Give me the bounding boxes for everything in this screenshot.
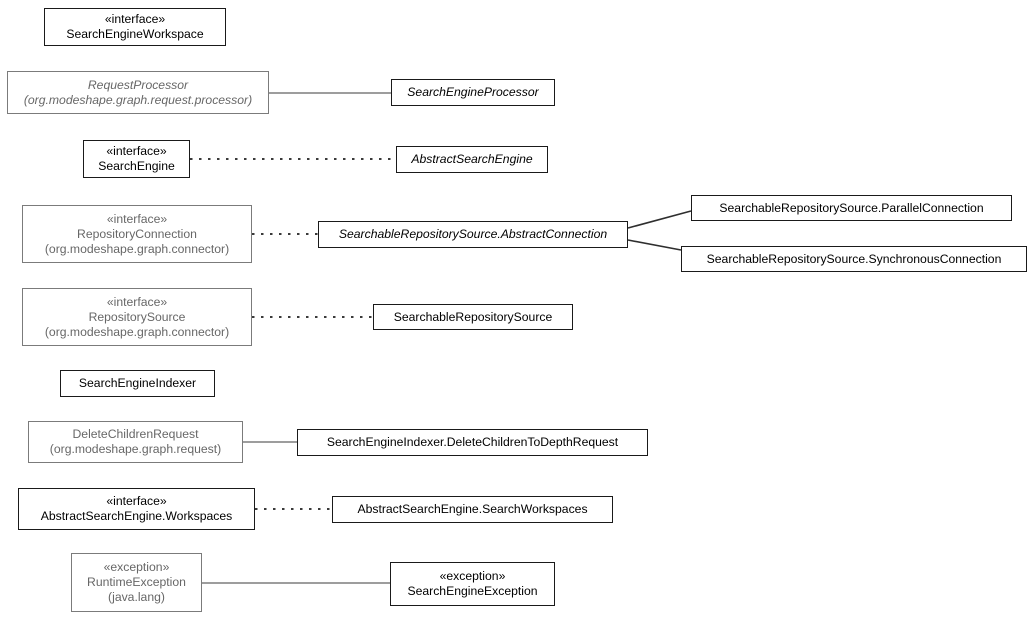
- class-box-label: «interface»: [106, 494, 167, 508]
- class-box-label: AbstractSearchEngine.SearchWorkspaces: [357, 502, 588, 516]
- class-box-repository-connection[interactable]: «interface»RepositoryConnection(org.mode…: [22, 205, 252, 263]
- class-box-label: «interface»: [106, 211, 168, 226]
- class-box-label: (org.modeshape.graph.connector): [44, 324, 230, 339]
- class-box-search-engine-workspace[interactable]: «interface»SearchEngineWorkspace: [44, 8, 226, 46]
- class-box-searchable-repository-source-parallel-connection[interactable]: SearchableRepositorySource.ParallelConne…: [691, 195, 1012, 221]
- class-box-label: RepositorySource: [88, 309, 186, 324]
- class-box-label: SearchEngine: [98, 159, 175, 173]
- class-box-label: DeleteChildrenRequest: [72, 427, 199, 441]
- class-box-label: (org.modeshape.graph.request.processor): [23, 92, 253, 107]
- class-box-label: RequestProcessor: [87, 77, 189, 92]
- class-box-runtime-exception[interactable]: «exception»RuntimeException(java.lang): [71, 553, 202, 612]
- class-box-search-engine[interactable]: «interface»SearchEngine: [83, 140, 190, 178]
- class-box-label: SearchEngineException: [407, 584, 538, 598]
- class-box-label: «interface»: [104, 12, 166, 26]
- class-box-search-engine-indexer[interactable]: SearchEngineIndexer: [60, 370, 215, 397]
- class-box-delete-children-request[interactable]: DeleteChildrenRequest(org.modeshape.grap…: [28, 421, 243, 463]
- class-box-label: SearchEngineIndexer: [78, 376, 197, 390]
- class-box-abstract-search-engine-search-workspaces[interactable]: AbstractSearchEngine.SearchWorkspaces: [332, 496, 613, 523]
- class-box-label: (org.modeshape.graph.request): [49, 442, 222, 456]
- class-box-label: «exception»: [103, 560, 170, 574]
- class-box-repository-source[interactable]: «interface»RepositorySource(org.modeshap…: [22, 288, 252, 346]
- class-box-searchable-repository-source-abstract-connection[interactable]: SearchableRepositorySource.AbstractConne…: [318, 221, 628, 248]
- class-box-label: SearchableRepositorySource.ParallelConne…: [719, 200, 984, 215]
- class-box-abstract-search-engine[interactable]: AbstractSearchEngine: [396, 146, 548, 173]
- class-box-search-engine-indexer-delete-children-to-depth-request[interactable]: SearchEngineIndexer.DeleteChildrenToDept…: [297, 429, 648, 456]
- class-box-search-engine-processor[interactable]: SearchEngineProcessor: [391, 79, 555, 106]
- class-box-label: AbstractSearchEngine.Workspaces: [40, 509, 233, 523]
- class-box-label: (java.lang): [108, 590, 165, 604]
- class-box-label: AbstractSearchEngine: [411, 152, 533, 166]
- class-box-request-processor[interactable]: RequestProcessor(org.modeshape.graph.req…: [7, 71, 269, 114]
- class-box-search-engine-exception[interactable]: «exception»SearchEngineException: [390, 562, 555, 606]
- class-box-searchable-repository-source-synchronous-connection[interactable]: SearchableRepositorySource.SynchronousCo…: [681, 246, 1027, 272]
- class-box-label: SearchableRepositorySource.SynchronousCo…: [706, 251, 1002, 266]
- class-box-label: «interface»: [106, 144, 167, 158]
- class-box-label: «interface»: [106, 294, 168, 309]
- class-box-label: SearchableRepositorySource.AbstractConne…: [338, 227, 608, 241]
- class-box-label: RepositoryConnection: [77, 226, 197, 241]
- class-box-label: RuntimeException: [87, 575, 186, 589]
- class-box-label: SearchEngineProcessor: [407, 85, 539, 99]
- class-box-label: SearchEngineWorkspace: [66, 27, 204, 41]
- class-box-label: (org.modeshape.graph.connector): [44, 241, 230, 256]
- class-box-label: SearchEngineIndexer.DeleteChildrenToDept…: [326, 435, 619, 449]
- class-box-label: SearchableRepositorySource: [393, 309, 553, 324]
- class-box-label: «exception»: [439, 569, 506, 583]
- class-box-abstract-search-engine-workspaces[interactable]: «interface»AbstractSearchEngine.Workspac…: [18, 488, 255, 530]
- class-box-searchable-repository-source[interactable]: SearchableRepositorySource: [373, 304, 573, 330]
